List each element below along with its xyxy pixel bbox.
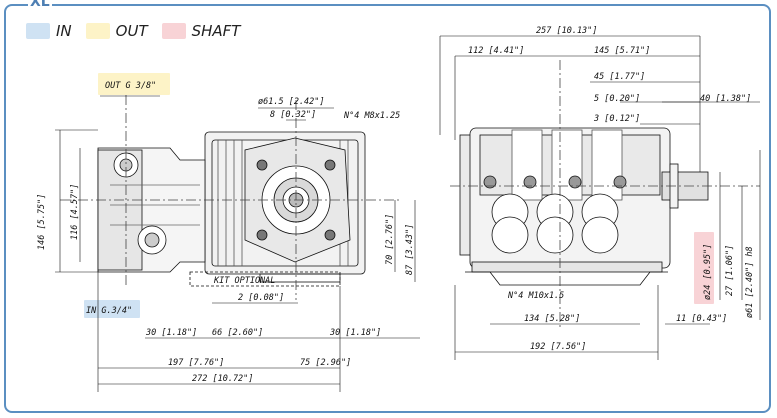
dim-145: 145 [5.71"] [594, 46, 650, 56]
dim-66: 66 [2.60"] [212, 328, 263, 338]
color-legend: IN OUT SHAFT [26, 22, 240, 40]
dim-134: 134 [5.28"] [524, 314, 580, 324]
diagram-title: XL [28, 0, 52, 10]
legend-out-label: OUT [115, 22, 148, 40]
dim-2: 2 [0.08"] [238, 293, 284, 303]
front-view [450, 60, 760, 330]
dim-146: 146 [5.75"] [37, 194, 47, 250]
dim-27: 27 [1.06"] [725, 245, 735, 296]
kit-optional: KIT OPTIONAL [213, 276, 275, 286]
dim-30a: 30 [1.18"] [145, 328, 197, 338]
legend-shaft-swatch [161, 23, 186, 39]
dim-116: 116 [4.57"] [70, 184, 80, 240]
legend-in-swatch [26, 23, 50, 39]
dim-75: 75 [2.96"] [300, 358, 351, 368]
dim-30b: 30 [1.18"] [329, 328, 381, 338]
dim-87: 87 [3.43"] [405, 224, 415, 275]
dim-197: 197 [7.76"] [168, 358, 224, 368]
dim-d61-5: ø61.5 [2.42"] [258, 97, 325, 107]
legend-in-label: IN [56, 22, 72, 40]
legend-shaft: SHAFT [161, 22, 241, 40]
dim-112: 112 [4.41"] [468, 46, 524, 56]
out-port-label: OUT G 3/8" [105, 81, 156, 91]
dim-40: 40 [1.38"] [700, 94, 751, 104]
legend-in: IN [26, 22, 72, 40]
dim-11: 11 [0.43"] [676, 314, 727, 324]
in-port-label: IN G.3/4" [86, 306, 132, 316]
thread-m8: N°4 M8x1.25 [343, 111, 400, 121]
dim-257: 257 [10.13"] [536, 26, 597, 36]
legend-out: OUT [85, 22, 148, 40]
dim-8: 8 [0.32"] [270, 110, 316, 120]
dim-45: 45 [1.77"] [594, 72, 645, 82]
dim-272: 272 [10.72"] [192, 374, 253, 384]
dim-70: 70 [2.76"] [385, 214, 395, 265]
legend-shaft-label: SHAFT [191, 22, 241, 40]
dim-5: 5 [0.20"] [594, 94, 640, 104]
side-view [60, 95, 400, 300]
out-port-highlight [98, 73, 170, 95]
shaft-highlight [694, 232, 714, 304]
dim-192: 192 [7.56"] [530, 342, 586, 352]
legend-out-swatch [85, 23, 110, 39]
dim-shaft-24: ø24 [0.95"] [703, 244, 713, 300]
thread-m10: N°4 M10x1.5 [507, 291, 564, 301]
dim-3: 3 [0.12"] [593, 114, 640, 124]
dim-61: ø61 [2.40"] h8 [745, 246, 755, 318]
